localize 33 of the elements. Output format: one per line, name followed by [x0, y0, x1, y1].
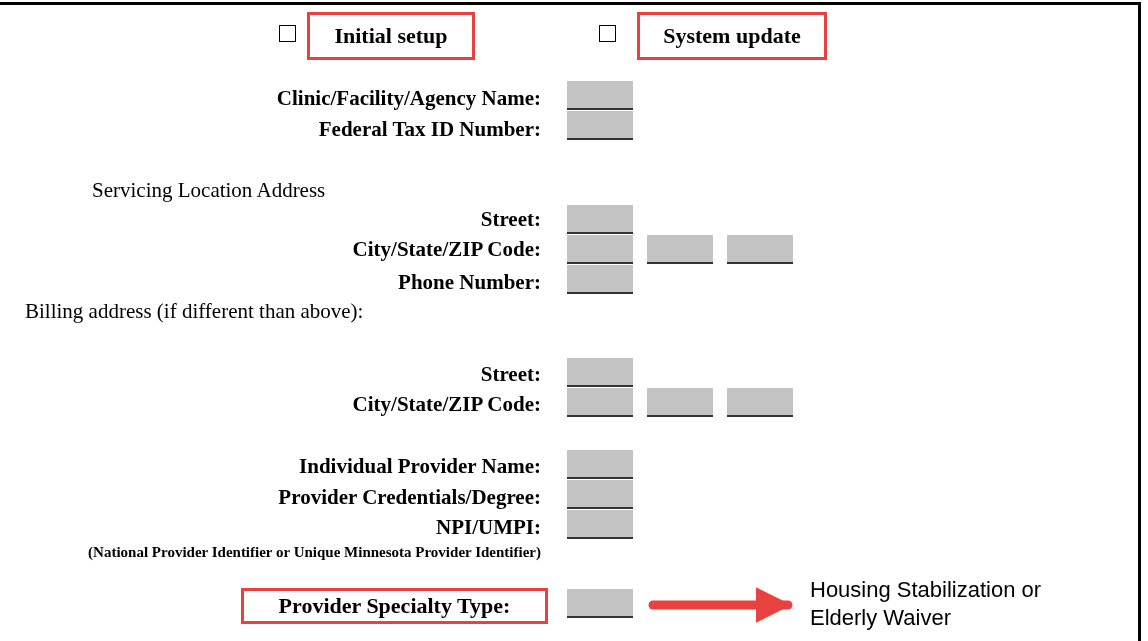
field-label: Individual Provider Name: [299, 454, 541, 478]
field-label: Street: [480, 362, 541, 386]
input-field [567, 450, 633, 479]
input-field [567, 205, 633, 234]
field-label: City/State/ZIP Code: [352, 237, 541, 261]
input-field [727, 388, 793, 417]
input-field [567, 510, 633, 539]
field-label: Provider Credentials/Degree: [278, 485, 541, 509]
annotation-text: Housing Stabilization or Elderly Waiver [810, 576, 1080, 632]
field-label: Phone Number: [398, 270, 541, 294]
input-field [647, 388, 713, 417]
field-label: Clinic/Facility/Agency Name: [276, 86, 541, 110]
field-label: Federal Tax ID Number: [318, 117, 541, 141]
arrow [648, 587, 793, 623]
highlighted-label: System update [637, 12, 827, 60]
input-field [567, 81, 633, 110]
field-label: Servicing Location Address [92, 178, 326, 202]
highlighted-label: Provider Specialty Type: [241, 588, 548, 624]
note-text: (National Provider Identifier or Unique Minnesota Provider Identifier) [87, 543, 541, 562]
input-field [567, 358, 633, 387]
input-field [567, 480, 633, 509]
field-label: NPI/UMPI: [436, 515, 541, 539]
field-label: Billing address (if different than above): [25, 299, 364, 323]
field-label: Street: [480, 207, 541, 231]
input-field [567, 589, 633, 618]
input-field [567, 111, 633, 140]
input-field [567, 235, 633, 264]
highlighted-label: Initial setup [307, 12, 475, 60]
input-field [647, 235, 713, 264]
input-field [567, 388, 633, 417]
field-label: City/State/ZIP Code: [352, 392, 541, 416]
input-field [567, 265, 633, 294]
input-field [727, 235, 793, 264]
